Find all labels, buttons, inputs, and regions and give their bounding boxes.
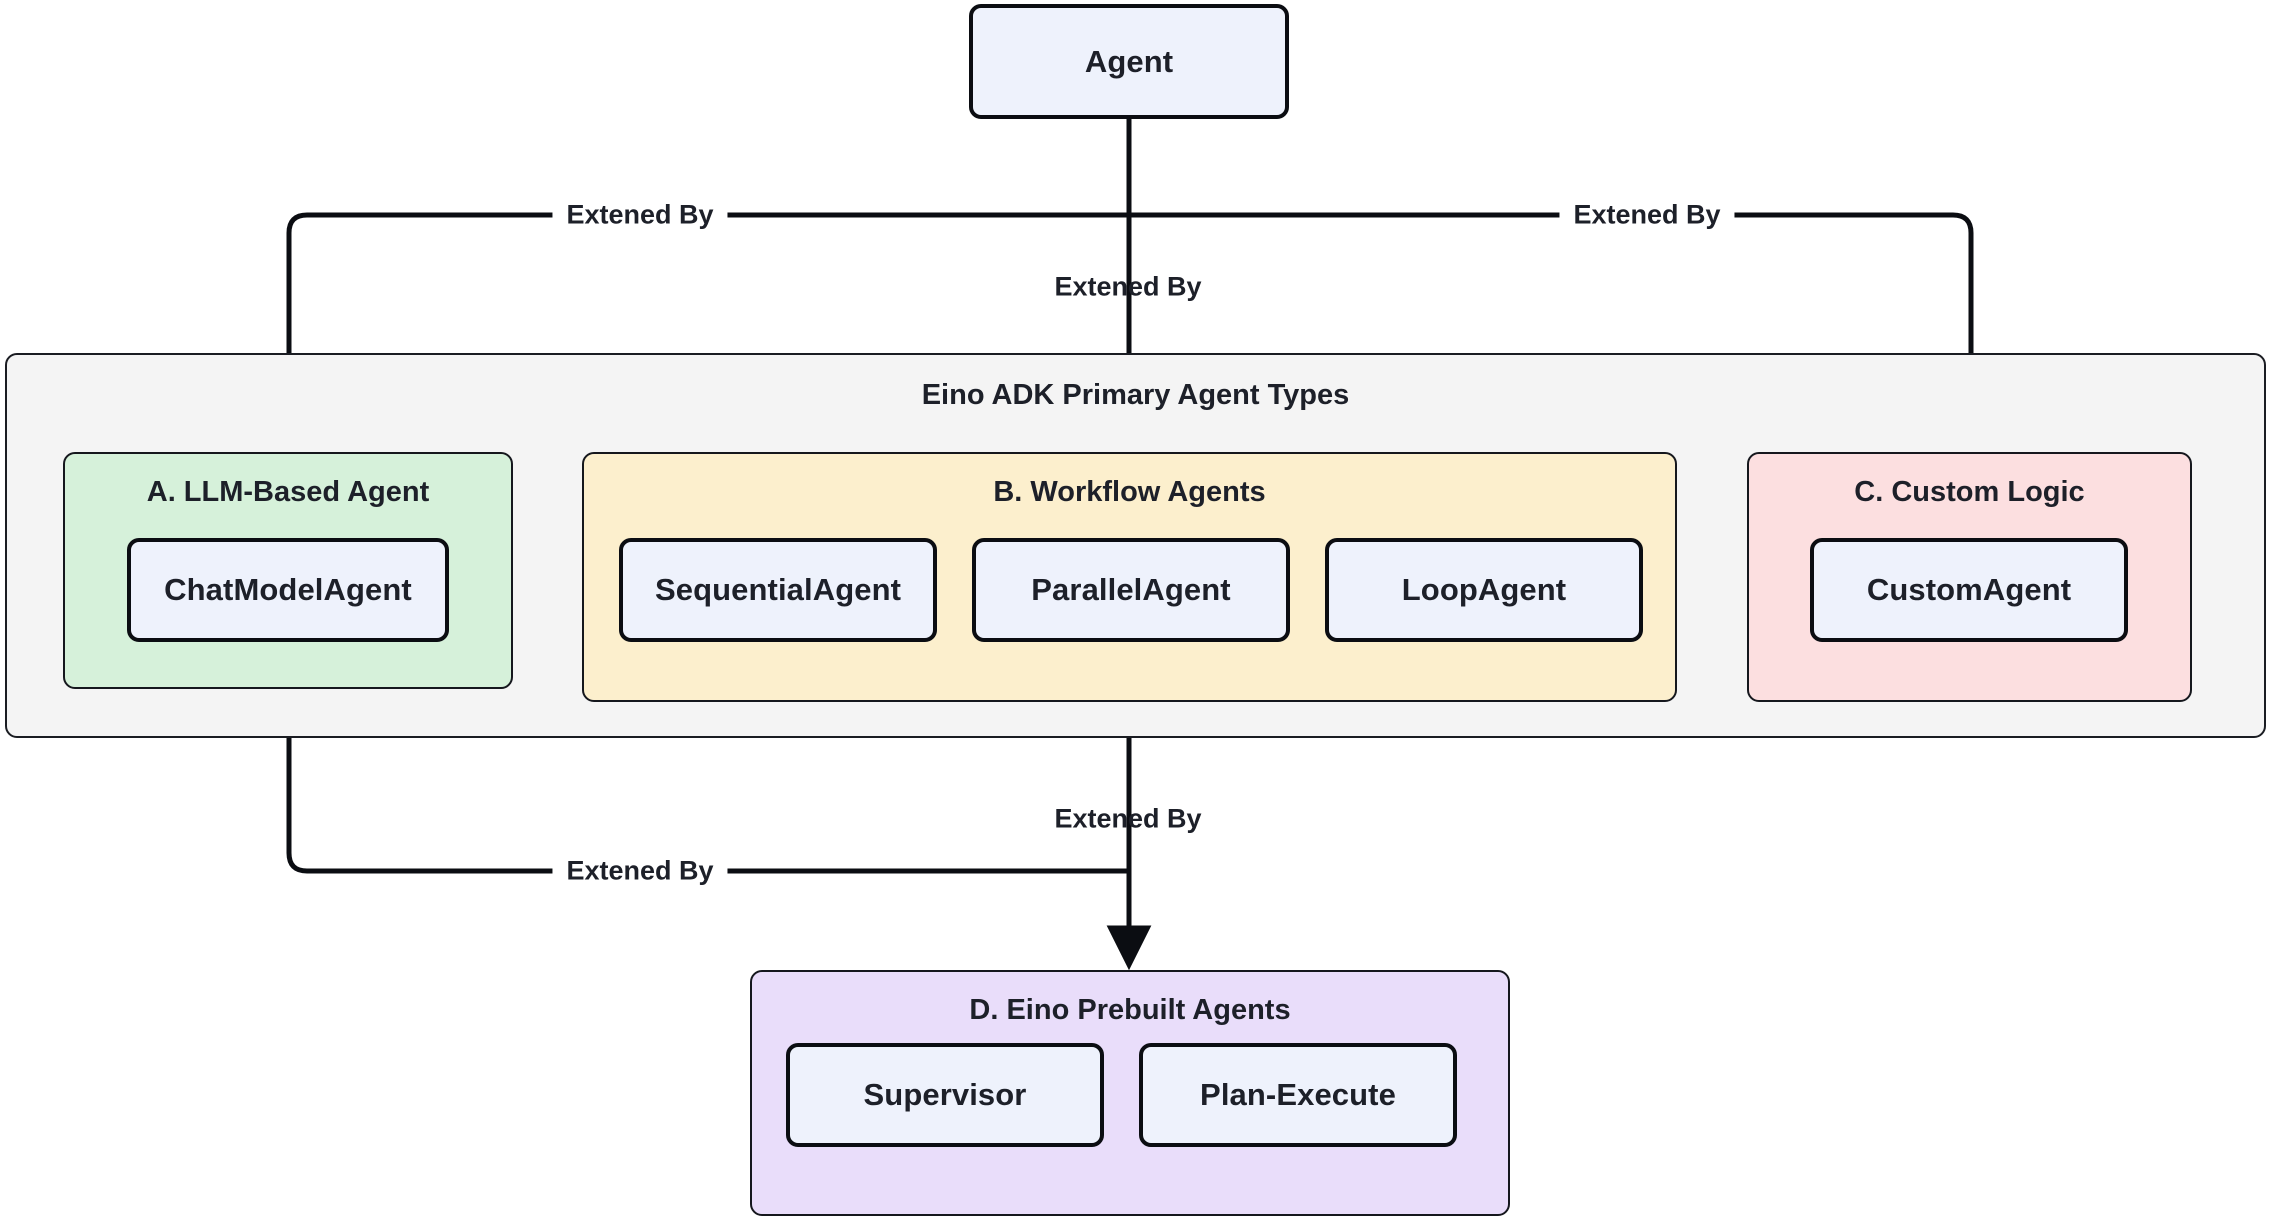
node-chatmodelagent[interactable]: ChatModelAgent xyxy=(127,538,449,642)
node-customagent[interactable]: CustomAgent xyxy=(1810,538,2128,642)
node-agent[interactable]: Agent xyxy=(969,4,1289,119)
cluster-primary-title: Eino ADK Primary Agent Types xyxy=(921,379,1350,411)
cluster-workflow-title: B. Workflow Agents xyxy=(993,476,1266,508)
node-plan-execute[interactable]: Plan-Execute xyxy=(1139,1043,1457,1147)
edge-label-agent-to-workflow: Extened By xyxy=(1054,271,1202,302)
edge-label-llm-to-prebuilt: Extened By xyxy=(552,855,728,887)
cluster-custom-title: C. Custom Logic xyxy=(1854,476,2085,508)
node-parallelagent[interactable]: ParallelAgent xyxy=(972,538,1290,642)
cluster-llm-title: A. LLM-Based Agent xyxy=(146,476,430,508)
cluster-prebuilt-title: D. Eino Prebuilt Agents xyxy=(969,994,1291,1026)
node-loopagent[interactable]: LoopAgent xyxy=(1325,538,1643,642)
edge-label-agent-to-llm: Extened By xyxy=(552,199,728,231)
edge-label-agent-to-custom: Extened By xyxy=(1559,199,1735,231)
edge-label-workflow-to-prebuilt: Extened By xyxy=(1054,803,1202,834)
node-supervisor[interactable]: Supervisor xyxy=(786,1043,1104,1147)
node-sequentialagent[interactable]: SequentialAgent xyxy=(619,538,937,642)
